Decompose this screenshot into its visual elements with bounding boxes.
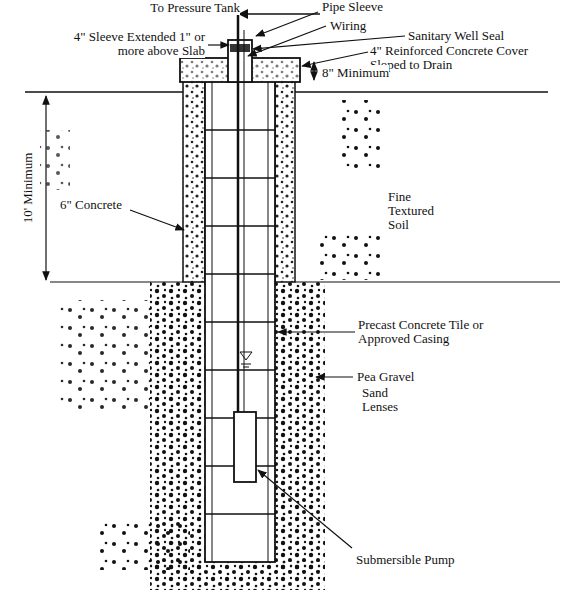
part-label: Submersible Pump	[356, 553, 506, 567]
part-label: Sanitary Well Seal	[408, 29, 578, 43]
pipe-outlet-label: To Pressure Tank	[150, 1, 240, 15]
part-label: 4" Sleeve Extended 1" or more above Slab	[55, 30, 205, 58]
material-label: Pea Gravel	[357, 370, 447, 384]
dimension-label: 8" Minimum	[322, 66, 412, 80]
material-label: 6" Concrete	[60, 198, 140, 212]
part-label: Wiring	[330, 19, 410, 33]
part-label: Precast Concrete Tile or Approved Casing	[358, 318, 508, 346]
part-label: Pipe Sleeve	[322, 0, 422, 14]
dimension-label: 10' Minimum	[21, 138, 35, 238]
material-label: Sand Lenses	[362, 386, 412, 414]
part-label: 4" Reinforced Concrete Cover Sloped to D…	[370, 44, 530, 72]
material-label: Fine Textured Soil	[388, 190, 458, 232]
